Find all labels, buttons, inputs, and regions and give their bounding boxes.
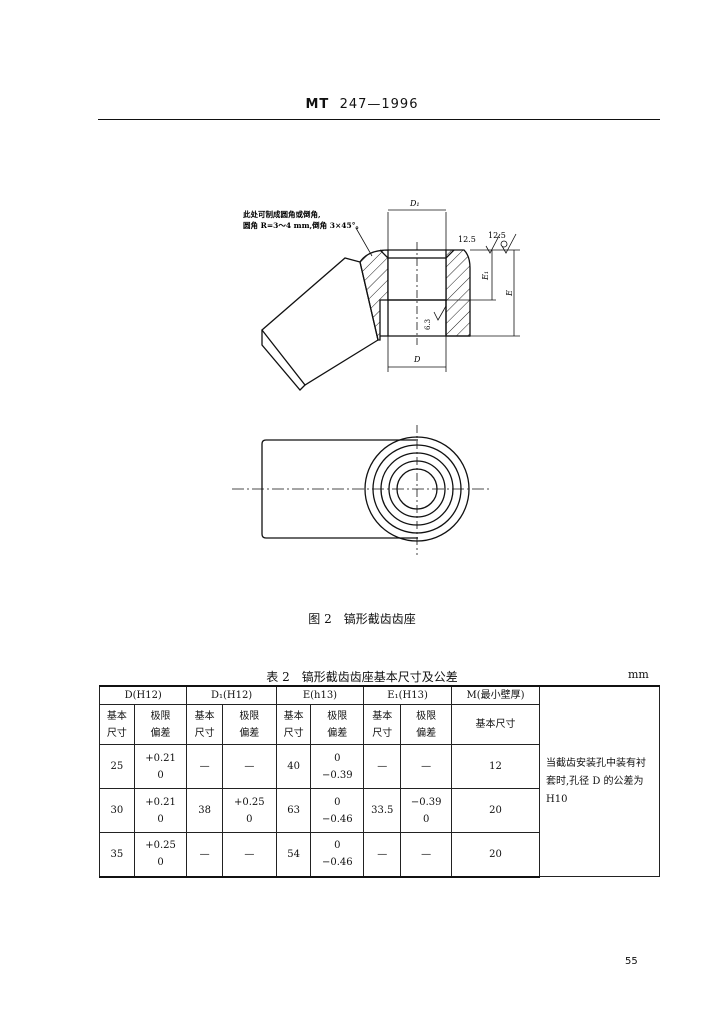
page-number: 55 (625, 956, 638, 967)
sub-limit: 极限偏差 (400, 704, 452, 745)
sub-limit: 极限偏差 (310, 704, 365, 745)
dim-e-label: E (505, 290, 514, 297)
table-caption: 表 2 镐形截齿齿座基本尺寸及公差 (266, 670, 458, 684)
dim-e1-label: E₁ (481, 271, 490, 281)
cell-d1: 38 (186, 788, 223, 833)
cell-e-dev: 0−0.39 (310, 744, 365, 789)
table-unit: mm (628, 668, 649, 681)
roughness-label-2: 12.5 (488, 231, 506, 240)
cell-d1-dev: — (221, 744, 277, 789)
cell-d1-dev: — (221, 832, 277, 878)
cell-d: 30 (99, 788, 135, 833)
cell-e-dev: 0−0.46 (310, 832, 365, 878)
page-header: MT 247—1996 (0, 97, 724, 112)
chamfer-note-line2: 圆角 R=3～4 mm,倒角 3×45°。 (243, 220, 363, 230)
sub-basic: 基本尺寸 (275, 704, 312, 745)
figure-caption: 图 2 镐形截齿齿座 (308, 612, 416, 626)
col-group-m: M(最小壁厚) (451, 685, 540, 705)
cell-e1: 33.5 (363, 788, 402, 833)
technical-drawing: D₁ D E₁ E 12.5 12.5 6.3 此处可制成圆角或倒角, 圆角 R… (232, 199, 520, 555)
dimensions-table: D(H12) D₁(H12) E(h13) E₁(H13) M(最小壁厚) 当截… (98, 685, 660, 878)
sub-basic: 基本尺寸 (186, 704, 223, 745)
cell-e1-dev: — (400, 832, 452, 878)
table-note-cell: 当截齿安装孔中装有衬套时,孔径 D 的公差为 H10 (539, 685, 660, 877)
chamfer-note-line1: 此处可制成圆角或倒角, (243, 209, 321, 219)
cell-d1: — (186, 832, 223, 878)
standard-code: MT (305, 97, 330, 112)
sub-limit: 极限偏差 (221, 704, 277, 745)
plan-view (232, 425, 492, 555)
roughness-label-1: 12.5 (458, 235, 476, 244)
cell-m: 12 (451, 744, 540, 789)
col-group-d1: D₁(H12) (186, 685, 277, 705)
cell-e: 54 (275, 832, 312, 878)
col-group-d: D(H12) (98, 685, 188, 705)
table-subheader-row: 基本尺寸 极限偏差 基本尺寸 极限偏差 基本尺寸 极限偏差 基本尺寸 极限偏差 … (99, 704, 660, 745)
cell-e1: — (363, 832, 402, 878)
header-rule (98, 119, 660, 120)
table-note: 当截齿安装孔中装有衬套时,孔径 D 的公差为 H10 (546, 757, 646, 805)
sub-basic: 基本尺寸 (99, 704, 135, 745)
cell-e-dev: 0−0.46 (310, 788, 365, 833)
cell-d: 35 (99, 832, 135, 878)
col-group-e1: E₁(H13) (363, 685, 452, 705)
cell-m: 20 (451, 832, 540, 878)
dim-d1-label: D₁ (409, 199, 420, 208)
table-header-row: D(H12) D₁(H12) E(h13) E₁(H13) M(最小壁厚) 当截… (98, 685, 660, 877)
dim-d-label: D (413, 355, 421, 364)
sub-basic: 基本尺寸 (363, 704, 402, 745)
cell-e1-dev: — (400, 744, 452, 789)
cell-e1: — (363, 744, 402, 789)
cell-m: 20 (451, 788, 540, 833)
sub-limit: 极限偏差 (133, 704, 188, 745)
cell-e: 63 (275, 788, 312, 833)
col-group-e: E(h13) (275, 685, 365, 705)
cell-d: 25 (99, 744, 135, 789)
cell-d1: — (186, 744, 223, 789)
section-view (261, 209, 520, 391)
roughness-label-3: 6.3 (424, 319, 432, 330)
sub-m-basic: 基本尺寸 (451, 704, 540, 745)
cell-e: 40 (275, 744, 312, 789)
standard-number: 247—1996 (339, 97, 419, 112)
